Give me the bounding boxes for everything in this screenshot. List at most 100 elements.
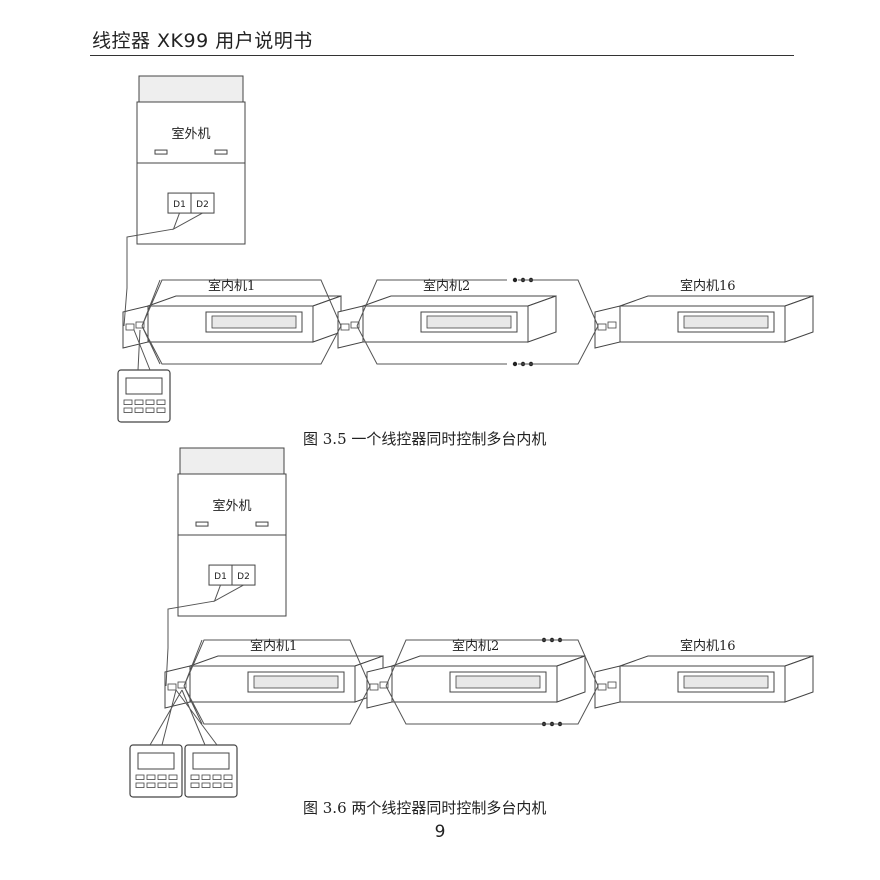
indoor-grille-inner — [683, 315, 769, 329]
indoor-terminal-a — [340, 323, 350, 331]
indoor-unit-top — [619, 655, 814, 667]
ellipsis-dot — [512, 277, 518, 283]
indoor-terminal-a — [167, 683, 177, 691]
outdoor-link-wire — [123, 212, 203, 327]
indoor-terminal-b — [350, 321, 360, 329]
outdoor-link-wire — [165, 584, 244, 687]
indoor-terminal-b — [379, 681, 389, 689]
controller-wire — [133, 329, 151, 371]
indoor-grille-inner — [253, 675, 339, 689]
indoor-terminal-b — [607, 681, 617, 689]
indoor-unit-top — [147, 295, 342, 307]
indoor-unit-label: 室内机1 — [208, 278, 255, 294]
controller-button — [145, 407, 155, 413]
controller-button — [146, 774, 156, 780]
indoor-unit-top — [189, 655, 384, 667]
controller-screen — [137, 752, 175, 770]
indoor-grille-inner — [211, 315, 297, 329]
terminal-d2-label: D2 — [237, 572, 250, 582]
controller-button — [201, 782, 211, 788]
indoor-terminal-a — [597, 323, 607, 331]
controller-button — [135, 774, 145, 780]
controller-button — [156, 399, 166, 405]
outdoor-unit-body — [177, 473, 287, 617]
indoor-unit-label: 室内机16 — [680, 278, 736, 294]
controller-button — [157, 782, 167, 788]
indoor-unit-label: 室内机2 — [452, 638, 499, 654]
indoor-electric-box — [366, 665, 393, 709]
controller-button — [123, 399, 133, 405]
indoor-electric-box — [337, 305, 364, 349]
indoor-unit-side — [784, 655, 814, 703]
indoor-unit-label: 室内机2 — [423, 278, 470, 294]
indoor-terminal-a — [125, 323, 135, 331]
indoor-electric-box — [122, 305, 149, 349]
indoor-unit: 室内机2 — [337, 278, 557, 349]
outdoor-unit: 室外机 D1 D2 — [177, 447, 287, 617]
controller-button — [134, 399, 144, 405]
ellipsis-dot — [512, 361, 518, 367]
wired-controller — [184, 744, 238, 798]
outdoor-unit-label: 室外机 — [171, 126, 210, 142]
wired-controller — [117, 369, 171, 423]
controller-button — [146, 782, 156, 788]
controller-button — [190, 774, 200, 780]
outdoor-unit-label: 室外机 — [212, 498, 251, 514]
controller-button — [134, 407, 144, 413]
bus-wires — [141, 279, 599, 365]
outdoor-unit: 室外机 D1 D2 — [136, 75, 246, 245]
terminal-d2-label: D2 — [196, 200, 209, 210]
indoor-unit-label: 室内机1 — [250, 638, 297, 654]
controller-button — [223, 782, 233, 788]
figure-0: 室外机 D1 D2 室内机1 室内机2 室内机16 — [117, 75, 814, 423]
terminal-d1-label: D1 — [173, 200, 186, 210]
indoor-terminal-b — [135, 321, 145, 329]
indoor-unit-top — [619, 295, 814, 307]
controller-wire — [149, 689, 183, 746]
figure-caption-3-5: 图 3.5 一个线控器同时控制多台内机 — [303, 430, 547, 448]
indoor-electric-box — [164, 665, 191, 709]
indoor-electric-box — [594, 665, 621, 709]
outdoor-unit-cap — [138, 75, 244, 103]
indoor-electric-box — [594, 305, 621, 349]
indoor-unit: 室内机2 — [366, 638, 586, 709]
controller-wire — [175, 689, 218, 746]
outdoor-unit-cap — [179, 447, 285, 475]
controller-button — [157, 774, 167, 780]
indoor-grille-inner — [455, 675, 541, 689]
controller-screen — [125, 377, 163, 395]
indoor-unit-side — [527, 295, 557, 343]
controller-button — [212, 774, 222, 780]
controller-button — [201, 774, 211, 780]
controller-button — [168, 782, 178, 788]
indoor-unit-side — [556, 655, 586, 703]
controller-button — [135, 782, 145, 788]
bus-wires — [183, 639, 599, 725]
indoor-terminal-a — [597, 683, 607, 691]
indoor-grille-inner — [426, 315, 512, 329]
indoor-unit-top — [362, 295, 557, 307]
indoor-unit: 室内机1 — [164, 638, 384, 709]
indoor-unit-side — [784, 295, 814, 343]
indoor-terminal-b — [177, 681, 187, 689]
controller-screen — [192, 752, 230, 770]
indoor-unit: 室内机16 — [594, 638, 814, 709]
figure-1: 室外机 D1 D2 室内机1 室内机2 室内机16 — [129, 447, 814, 798]
controller-button — [123, 407, 133, 413]
controller-button — [145, 399, 155, 405]
header-rule — [90, 55, 794, 56]
indoor-unit-label: 室内机16 — [680, 638, 736, 654]
page-header-title: 线控器 XK99 用户说明书 — [92, 30, 313, 52]
outdoor-vent-right — [255, 521, 269, 527]
indoor-unit: 室内机1 — [122, 278, 342, 349]
outdoor-unit-body — [136, 101, 246, 245]
controller-button — [223, 774, 233, 780]
wired-controller — [129, 744, 183, 798]
controller-button — [156, 407, 166, 413]
indoor-grille-inner — [683, 675, 769, 689]
figure-caption-3-6: 图 3.6 两个线控器同时控制多台内机 — [303, 799, 547, 817]
outdoor-vent-left — [195, 521, 209, 527]
terminal-d1-label: D1 — [214, 572, 227, 582]
outdoor-vent-right — [214, 149, 228, 155]
